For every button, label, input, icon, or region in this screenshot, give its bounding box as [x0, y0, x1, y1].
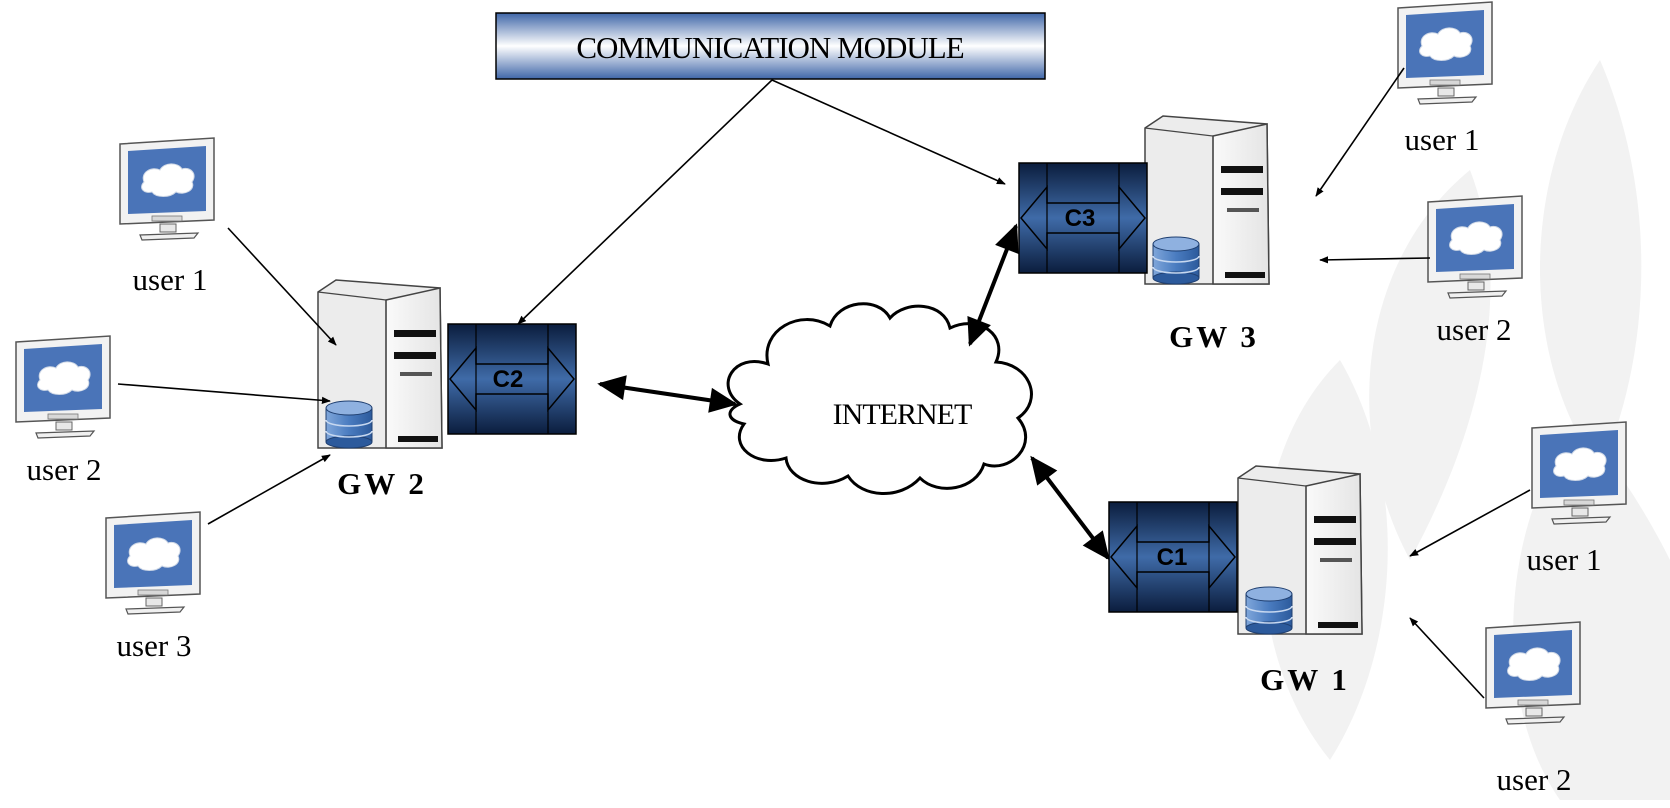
module-links [517, 79, 1006, 325]
link-gw3-user1 [1315, 67, 1405, 197]
server-icon [1144, 115, 1270, 285]
server-icon [1237, 465, 1363, 635]
users-gw1: user 1 user 2 [1485, 421, 1627, 797]
connector-c1-label: C1 [1157, 544, 1188, 571]
link-gw2-user2 [117, 383, 331, 404]
link-gw2-user1 [227, 227, 337, 346]
link-module-gw3 [771, 79, 1006, 185]
gw1-label: GW 1 [1260, 662, 1350, 697]
users-gw3: user 1 user 2 [1397, 1, 1523, 347]
monitor-icon [105, 511, 201, 615]
server-icon [317, 279, 443, 449]
connector-c2-label: C2 [493, 366, 524, 393]
gw2-user-3-label: user 3 [117, 628, 192, 663]
link-module-gw2 [517, 79, 773, 325]
users-gw2: user 1 user 2 user 3 [15, 137, 215, 663]
gw1-user-1-label: user 1 [1527, 542, 1602, 577]
link-gw1-user1 [1409, 489, 1531, 557]
gateway-gw2: C2 GW 2 [317, 279, 577, 501]
link-c2-internet [597, 375, 738, 413]
monitor-icon [15, 335, 111, 439]
gw2-user-1-label: user 1 [133, 262, 208, 297]
internet-label: INTERNET [833, 398, 972, 431]
monitor-icon [119, 137, 215, 241]
gateway-gw1: C1 GW 1 [1108, 465, 1363, 697]
gw3-user-1-label: user 1 [1405, 122, 1480, 157]
communication-module-label: COMMUNICATION MODULE [576, 30, 963, 65]
link-c1-internet [1030, 455, 1110, 561]
gw2-label: GW 2 [337, 466, 427, 501]
gw2-user-2-label: user 2 [27, 452, 102, 487]
internet-cloud: INTERNET [726, 302, 1033, 495]
user-links [117, 67, 1531, 699]
monitor-icon [1397, 1, 1493, 105]
link-gw2-user3 [207, 454, 331, 525]
link-gw3-user2 [1319, 256, 1431, 264]
link-gw1-user2 [1409, 617, 1485, 699]
link-c3-internet [967, 223, 1019, 347]
gateway-gw3: C3 GW 3 [1018, 115, 1270, 354]
gw1-user-2-label: user 2 [1497, 762, 1572, 797]
internet-links [597, 223, 1110, 561]
communication-module: COMMUNICATION MODULE [495, 12, 1046, 80]
gw3-user-2-label: user 2 [1437, 312, 1512, 347]
connector-c3-label: C3 [1065, 205, 1096, 232]
gw3-label: GW 3 [1169, 319, 1259, 354]
